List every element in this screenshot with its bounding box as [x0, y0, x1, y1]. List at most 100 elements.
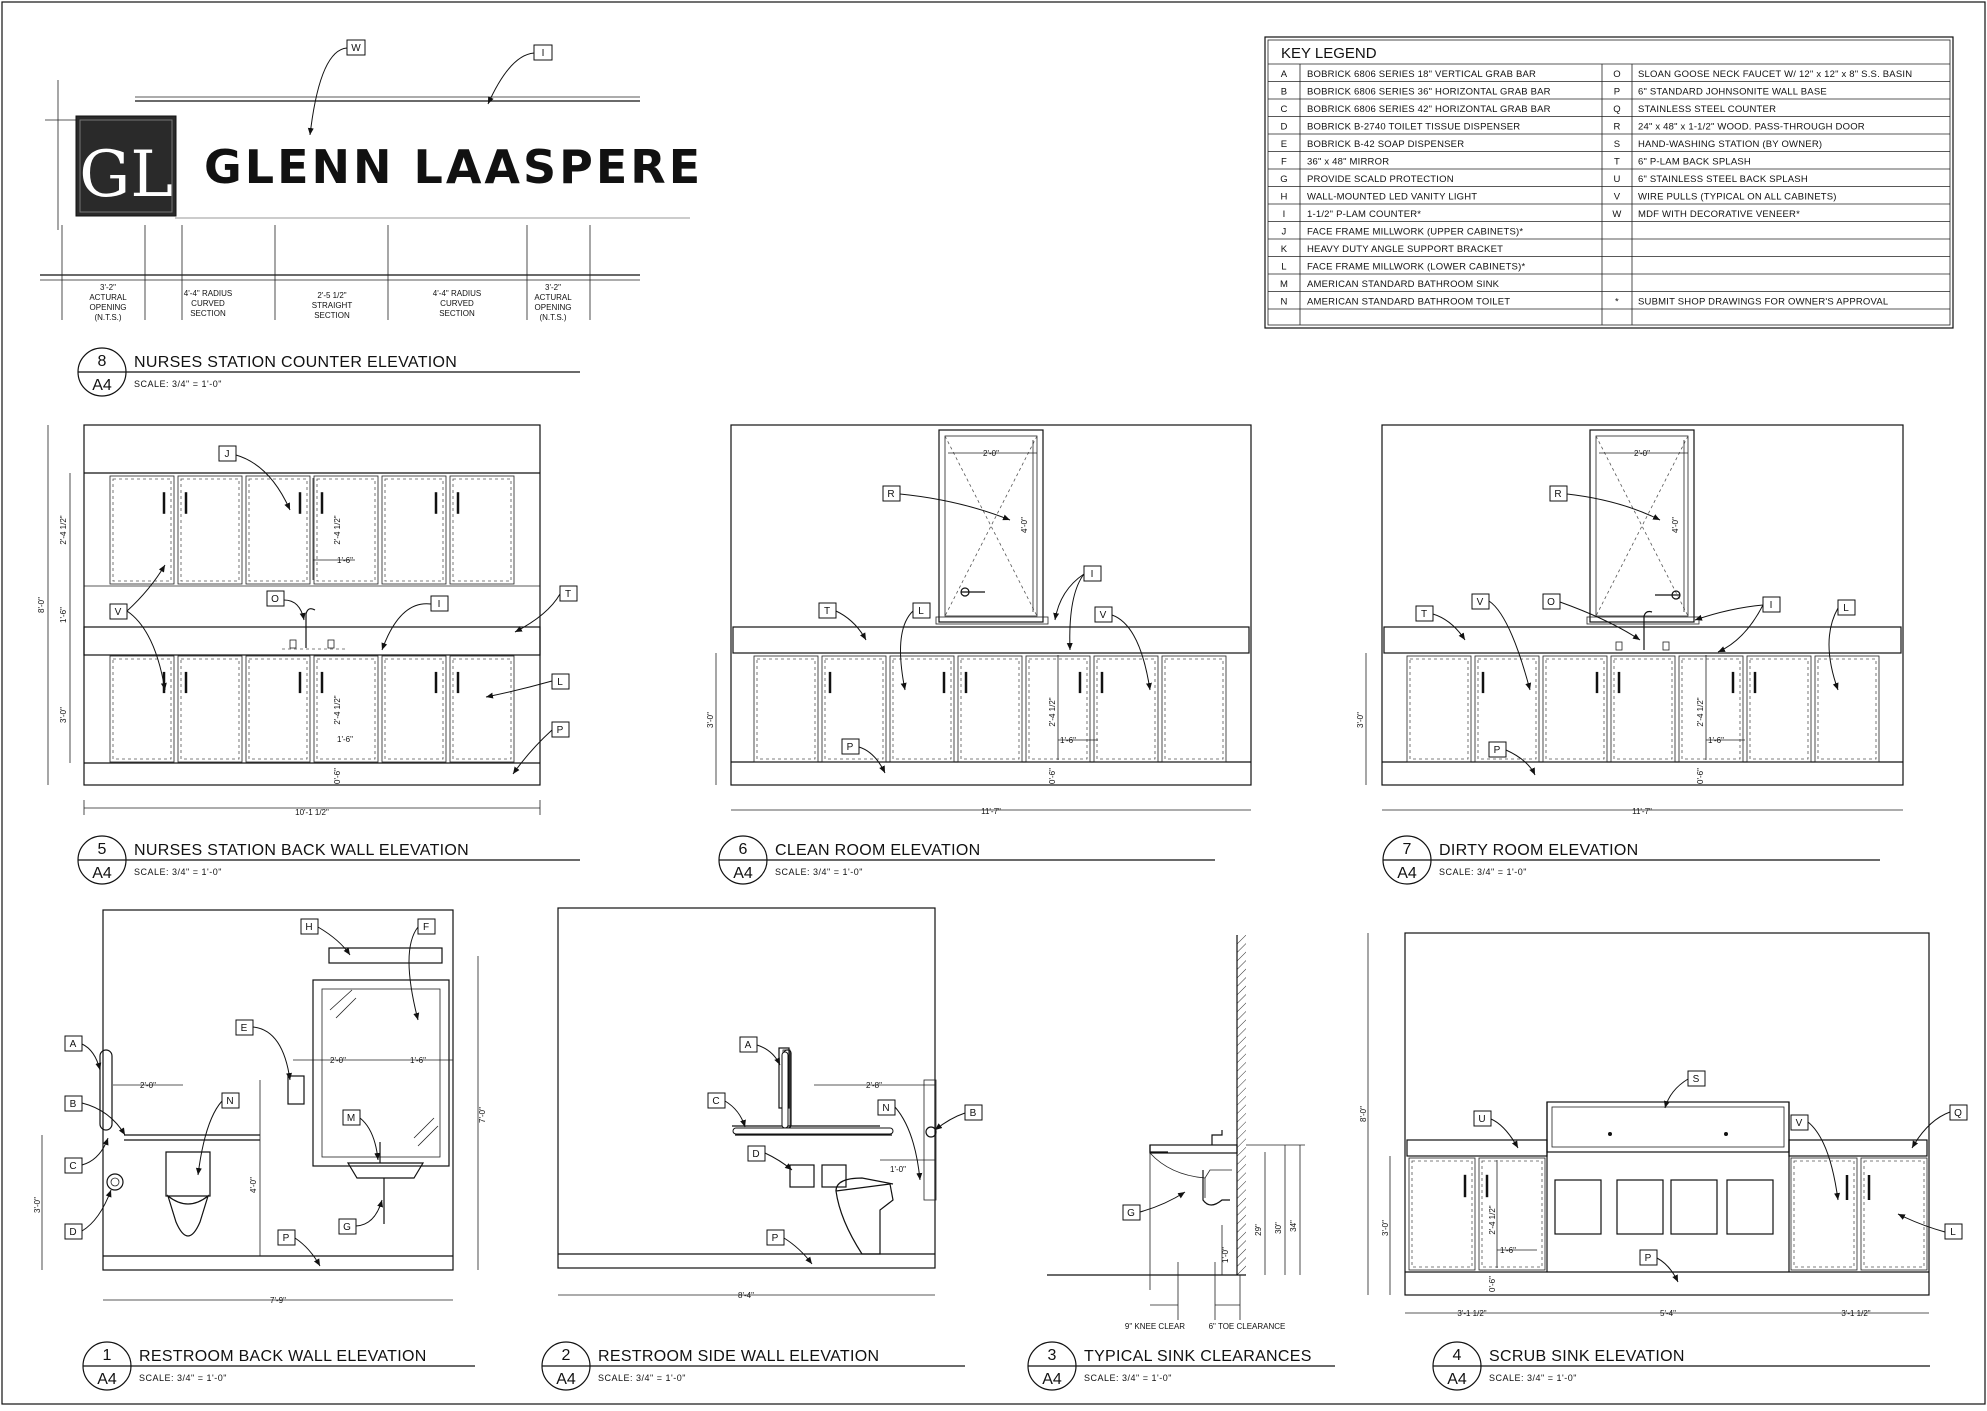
- cabinet-door: [753, 655, 819, 763]
- svg-text:I: I: [1091, 569, 1094, 580]
- svg-text:C: C: [69, 1161, 76, 1172]
- counter-dim-2b: CURVED: [191, 299, 225, 308]
- cabinet-door: [245, 655, 311, 763]
- legend-code-right: R: [1613, 122, 1620, 133]
- view-4-scrub-sink: 3'-1 1/2" 5'-4" 3'-1 1/2" 8'-0" 3'-0" 2'…: [1359, 932, 1968, 1318]
- svg-text:V: V: [115, 607, 122, 618]
- v5-lower-dim: 3'-0": [59, 707, 68, 723]
- v6-lower-h: 3'-0": [706, 712, 715, 728]
- v7-base: 0'-6": [1696, 768, 1705, 784]
- legend-code-left: N: [1280, 297, 1287, 308]
- tag-g-1: G: [338, 1218, 357, 1235]
- svg-text:T: T: [824, 606, 830, 617]
- tag-c-1: C: [64, 1157, 83, 1174]
- v3-29: 29": [1254, 1224, 1263, 1236]
- tag-l-7: L: [1837, 599, 1856, 616]
- legend-code-left: M: [1280, 279, 1288, 290]
- tag-p-6: P: [841, 738, 860, 755]
- counter-dim-5b: ACTURAL: [534, 293, 572, 302]
- tag-j: J: [218, 445, 237, 462]
- counter-dim-1c: OPENING: [90, 303, 127, 312]
- counter-dim-5c: OPENING: [535, 303, 572, 312]
- svg-text:R: R: [1554, 489, 1561, 500]
- tag-l-5: L: [551, 673, 570, 690]
- tag-q: Q: [1949, 1104, 1968, 1121]
- view-scale: SCALE: 3/4" = 1'-0": [134, 867, 222, 877]
- legend-text-left: HEAVY DUTY ANGLE SUPPORT BRACKET: [1307, 244, 1503, 255]
- cabinet-door: [245, 475, 311, 585]
- v4-mid: 5'-4": [1660, 1309, 1676, 1318]
- cabinet-door: [821, 655, 887, 763]
- legend-text-left: BOBRICK B-2740 TOILET TISSUE DISPENSER: [1307, 122, 1520, 133]
- legend-text-right: WIRE PULLS (TYPICAL ON ALL CABINETS): [1638, 192, 1837, 203]
- view-title: NURSES STATION BACK WALL ELEVATION: [134, 842, 469, 859]
- counter-dim-1d: (N.T.S.): [94, 313, 121, 322]
- tag-p-1: P: [277, 1229, 296, 1246]
- cabinet-door: [381, 475, 447, 585]
- tag-p-5: P: [551, 721, 570, 738]
- view-3-sink-clearances: 9" KNEE CLEAR 6" TOE CLEARANCE 1'-0" 29"…: [1047, 935, 1305, 1331]
- tag-o-5: O: [266, 590, 285, 607]
- tag-p-2: P: [766, 1229, 785, 1246]
- v7-door-h: 4'-0": [1671, 517, 1680, 533]
- legend-text-right: MDF WITH DECORATIVE VENEER*: [1638, 209, 1800, 220]
- v2-10: 1'-0": [890, 1165, 906, 1174]
- v1-height: 7'-0": [478, 1107, 487, 1123]
- v5-upper-dim: 2'-4 1/2": [59, 515, 68, 544]
- view-scale: SCALE: 3/4" = 1'-0": [1439, 867, 1527, 877]
- view-6-clean-room: 2'-0" 4'-0" 11'-7" 3'-0" 2'-4 1/2" 1'-6"…: [706, 424, 1252, 816]
- v1-width: 7'-9": [270, 1296, 286, 1305]
- view-title: RESTROOM BACK WALL ELEVATION: [139, 1348, 427, 1365]
- tag-d-2: D: [747, 1145, 766, 1162]
- view-2-restroom-side-wall: 8'-4" 2'-8" 1'-0" A C N B D P: [557, 907, 983, 1300]
- view-number: 4: [1453, 1347, 1462, 1364]
- tag-b-1: B: [64, 1095, 83, 1112]
- legend-code-left: I: [1283, 209, 1286, 220]
- v7-cab-h: 2'-4 1/2": [1696, 697, 1705, 726]
- v5-base: 0'-6": [333, 768, 342, 784]
- legend-title: KEY LEGEND: [1281, 45, 1377, 62]
- svg-text:P: P: [283, 1233, 290, 1244]
- legend-code-right: W: [1612, 209, 1621, 220]
- view-title: TYPICAL SINK CLEARANCES: [1084, 1348, 1312, 1365]
- legend-text-left: BOBRICK 6806 SERIES 42" HORIZONTAL GRAB …: [1307, 104, 1551, 115]
- v7-door-w: 2'-0": [1634, 449, 1650, 458]
- view-scale: SCALE: 3/4" = 1'-0": [1489, 1373, 1577, 1383]
- legend-text-left: 1-1/2" P-LAM COUNTER*: [1307, 209, 1421, 220]
- v6-cab-w: 1'-6": [1060, 736, 1076, 745]
- legend-text-right: 6" STANDARD JOHNSONITE WALL BASE: [1638, 87, 1827, 98]
- v7-lower-h: 3'-0": [1356, 712, 1365, 728]
- view-title: SCRUB SINK ELEVATION: [1489, 1348, 1685, 1365]
- tag-o-7: O: [1542, 593, 1561, 610]
- legend-code-right: S: [1614, 139, 1621, 150]
- cabinet-door: [177, 655, 243, 763]
- cabinet-door: [1746, 655, 1812, 763]
- view-title: DIRTY ROOM ELEVATION: [1439, 842, 1639, 859]
- legend-text-left: BOBRICK 6806 SERIES 36" HORIZONTAL GRAB …: [1307, 87, 1551, 98]
- view-title: CLEAN ROOM ELEVATION: [775, 842, 980, 859]
- counter-dim-1a: 3'-2": [100, 283, 116, 292]
- tag-h: H: [300, 918, 319, 935]
- cabinet-door: [1860, 1157, 1928, 1271]
- tag-a-1: A: [64, 1035, 83, 1052]
- logo-name: GLENN LAASPERE: [204, 140, 703, 194]
- svg-text:S: S: [1693, 1074, 1700, 1085]
- tag-f: F: [417, 918, 436, 935]
- svg-text:D: D: [752, 1149, 759, 1160]
- v6-base: 0'-6": [1048, 768, 1057, 784]
- v4-left: 3'-1 1/2": [1457, 1309, 1486, 1318]
- v6-cab-h: 2'-4 1/2": [1048, 697, 1057, 726]
- svg-text:R: R: [887, 489, 894, 500]
- view-sheet: A4: [92, 865, 112, 882]
- cabinet-door: [1406, 655, 1472, 763]
- legend-text-right: SLOAN GOOSE NECK FAUCET W/ 12" x 12" x 8…: [1638, 69, 1912, 80]
- cabinet-door: [449, 655, 515, 763]
- v5-mid-dim: 1'-6": [59, 607, 68, 623]
- legend-code-left: F: [1281, 157, 1287, 168]
- cabinet-door: [1474, 655, 1540, 763]
- legend-text-right: 6" P-LAM BACK SPLASH: [1638, 157, 1751, 168]
- view-7-dirty-room: 2'-0" 4'-0" 11'-7" 3'-0" 2'-4 1/2" 1'-6"…: [1356, 424, 1904, 816]
- cabinet-door: [449, 475, 515, 585]
- svg-text:L: L: [918, 606, 924, 617]
